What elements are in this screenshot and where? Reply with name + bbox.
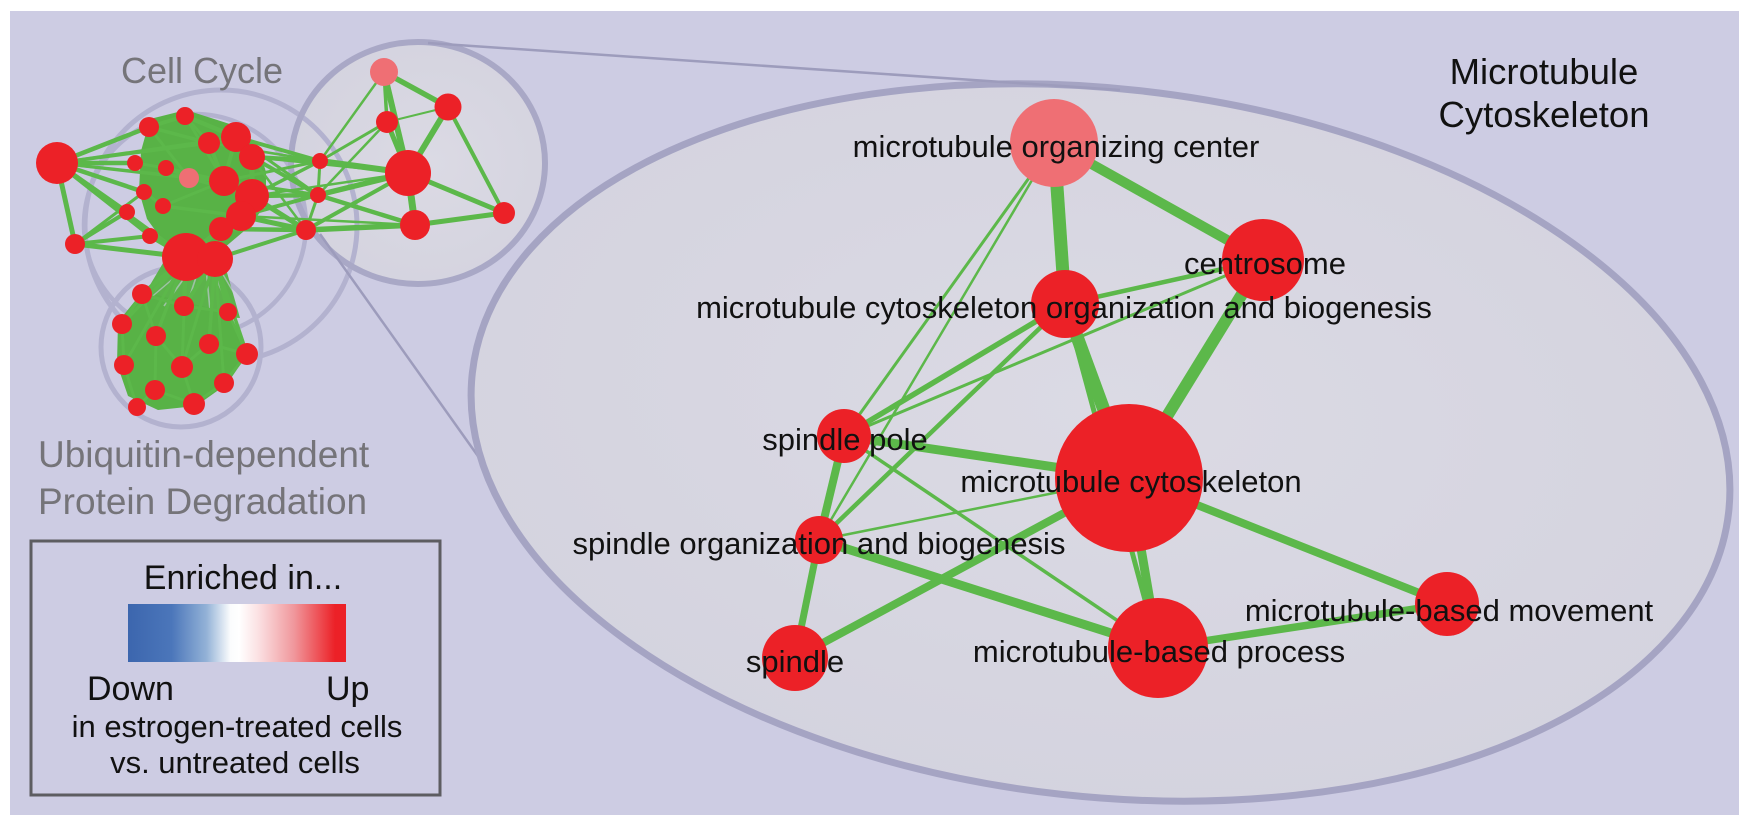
svg-text:in estrogen-treated cells: in estrogen-treated cells	[72, 709, 403, 744]
svg-text:spindle organization and bioge: spindle organization and biogenesis	[573, 526, 1066, 561]
svg-text:Cytoskeleton: Cytoskeleton	[1439, 94, 1650, 135]
svg-text:centrosome: centrosome	[1184, 246, 1346, 281]
svg-text:microtubule-based process: microtubule-based process	[973, 634, 1345, 669]
svg-text:spindle: spindle	[746, 644, 844, 679]
svg-text:vs. untreated cells: vs. untreated cells	[110, 745, 360, 780]
svg-text:microtubule cytoskeleton: microtubule cytoskeleton	[960, 464, 1301, 499]
svg-text:microtubule cytoskeleton organ: microtubule cytoskeleton organization an…	[696, 290, 1432, 325]
svg-text:Down: Down	[87, 670, 174, 708]
svg-text:Enriched in...: Enriched in...	[144, 559, 342, 597]
svg-text:Protein Degradation: Protein Degradation	[38, 481, 367, 522]
svg-text:microtubule organizing center: microtubule organizing center	[853, 129, 1260, 164]
svg-text:Ubiquitin-dependent: Ubiquitin-dependent	[38, 434, 370, 475]
svg-text:microtubule-based movement: microtubule-based movement	[1245, 593, 1654, 628]
svg-text:Cell Cycle: Cell Cycle	[121, 50, 283, 91]
svg-text:spindle pole: spindle pole	[762, 422, 927, 457]
svg-text:Up: Up	[326, 670, 369, 708]
svg-text:Microtubule: Microtubule	[1450, 51, 1639, 92]
